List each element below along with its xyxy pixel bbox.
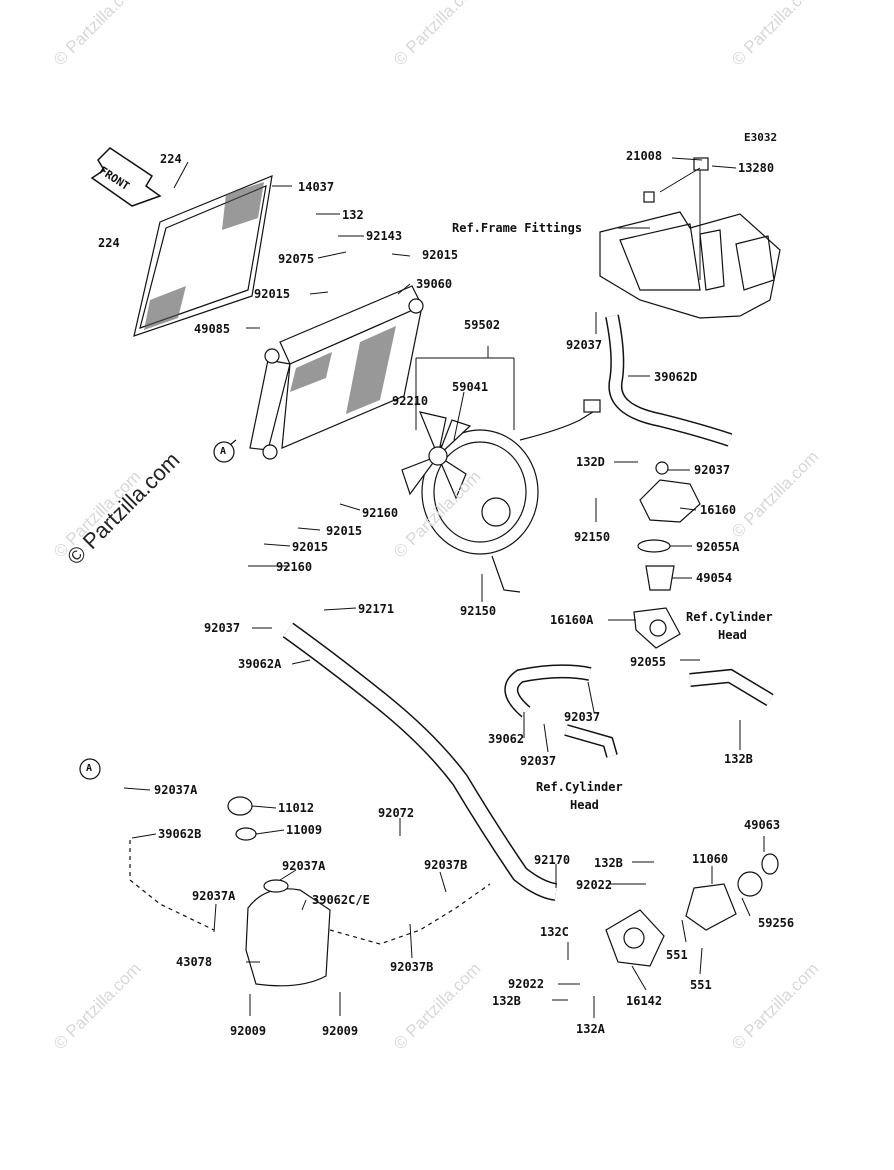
part-label[interactable]: 92171 [358, 602, 395, 616]
part-label[interactable]: 92037A [282, 859, 326, 873]
front-arrow-icon [90, 147, 162, 207]
ref-cylinder-head-upper: Ref.Cylinder [686, 610, 773, 624]
part-label[interactable]: 16160 [700, 503, 737, 517]
part-label[interactable]: 92015 [422, 248, 459, 262]
part-label[interactable]: 16142 [626, 994, 663, 1008]
part-label[interactable]: 49054 [696, 571, 733, 585]
part-label[interactable]: 551 [690, 978, 712, 992]
part-label[interactable]: 92037 [520, 754, 557, 768]
part-label[interactable]: 92037A [154, 783, 198, 797]
part-label[interactable]: 11060 [692, 852, 729, 866]
leader-lines [123, 157, 765, 1018]
part-label[interactable]: 92037 [694, 463, 731, 477]
part-label[interactable]: 92160 [362, 506, 399, 520]
ref-cylinder-head-lower-line2: Head [570, 798, 599, 812]
part-label[interactable]: 92015 [326, 524, 363, 538]
frame-fittings [599, 157, 781, 319]
part-label[interactable]: 92075 [278, 252, 315, 266]
part-label[interactable]: 92009 [322, 1024, 359, 1038]
part-label[interactable]: 49063 [744, 818, 781, 832]
part-label[interactable]: 132C [540, 925, 569, 939]
callout-a-lower-label: A [86, 763, 93, 774]
callout-a-upper [213, 441, 235, 463]
part-label[interactable]: 92143 [366, 229, 403, 243]
part-label[interactable]: 92037B [424, 858, 468, 872]
water-pump [605, 853, 779, 967]
part-label[interactable]: 39062D [654, 370, 698, 384]
part-label[interactable]: 92015 [292, 540, 329, 554]
part-label[interactable]: 224 [98, 236, 120, 250]
part-label[interactable]: 13280 [738, 161, 775, 175]
part-label[interactable]: 92037 [564, 710, 601, 724]
part-label[interactable]: 39062C/E [312, 893, 370, 907]
part-label[interactable]: 92037A [192, 889, 236, 903]
part-label[interactable]: 132B [594, 856, 623, 870]
hose-39062a [282, 622, 558, 901]
fan-blade [401, 411, 472, 500]
part-label[interactable]: 21008 [626, 149, 663, 163]
part-label[interactable]: 132 [342, 208, 364, 222]
ref-frame-fittings: Ref.Frame Fittings [452, 221, 583, 235]
thermostat-housing [633, 461, 701, 649]
part-label[interactable]: 92022 [576, 878, 613, 892]
part-label[interactable]: 39062B [158, 827, 202, 841]
part-label[interactable]: 132A [576, 1022, 605, 1036]
ref-cylinder-head-upper-line2: Head [718, 628, 747, 642]
part-label[interactable]: 39062A [238, 657, 282, 671]
part-label[interactable]: 16160A [550, 613, 594, 627]
part-label[interactable]: 92150 [460, 604, 497, 618]
part-label[interactable]: 132B [724, 752, 753, 766]
part-label[interactable]: 132B [492, 994, 521, 1008]
part-label[interactable]: 224 [160, 152, 182, 166]
part-label[interactable]: 92015 [254, 287, 291, 301]
radiator-screen [133, 175, 273, 337]
part-label[interactable]: 11009 [286, 823, 323, 837]
part-label[interactable]: 92055A [696, 540, 740, 554]
part-label[interactable]: 49085 [194, 322, 231, 336]
part-label[interactable]: 59041 [452, 380, 489, 394]
part-label[interactable]: 132D [576, 455, 605, 469]
part-label[interactable]: 92037B [390, 960, 434, 974]
part-label[interactable]: 92072 [378, 806, 415, 820]
part-label[interactable]: 59502 [464, 318, 501, 332]
part-label[interactable]: 39060 [416, 277, 453, 291]
part-label[interactable]: 551 [666, 948, 688, 962]
reservoir-tank [227, 796, 331, 987]
callout-a-upper-label: A [220, 446, 227, 457]
part-label[interactable]: 92170 [534, 853, 571, 867]
callout-a-lower [79, 758, 101, 780]
part-label[interactable]: 59256 [758, 916, 795, 930]
part-label[interactable]: 11012 [278, 801, 315, 815]
part-label[interactable]: 92160 [276, 560, 313, 574]
part-label[interactable]: 92037 [566, 338, 603, 352]
part-label[interactable]: 92055 [630, 655, 667, 669]
part-label[interactable]: 92022 [508, 977, 545, 991]
radiator [249, 285, 424, 460]
fan-assembly [421, 399, 601, 593]
part-label[interactable]: 43078 [176, 955, 213, 969]
part-label[interactable]: 92150 [574, 530, 611, 544]
diagram-code: E3032 [744, 131, 778, 144]
part-label[interactable]: 92037 [204, 621, 241, 635]
part-label[interactable]: 14037 [298, 180, 335, 194]
part-label[interactable]: 39062 [488, 732, 525, 746]
ref-cylinder-head-lower: Ref.Cylinder [536, 780, 623, 794]
part-label[interactable]: 92009 [230, 1024, 267, 1038]
part-label[interactable]: 92210 [392, 394, 429, 408]
